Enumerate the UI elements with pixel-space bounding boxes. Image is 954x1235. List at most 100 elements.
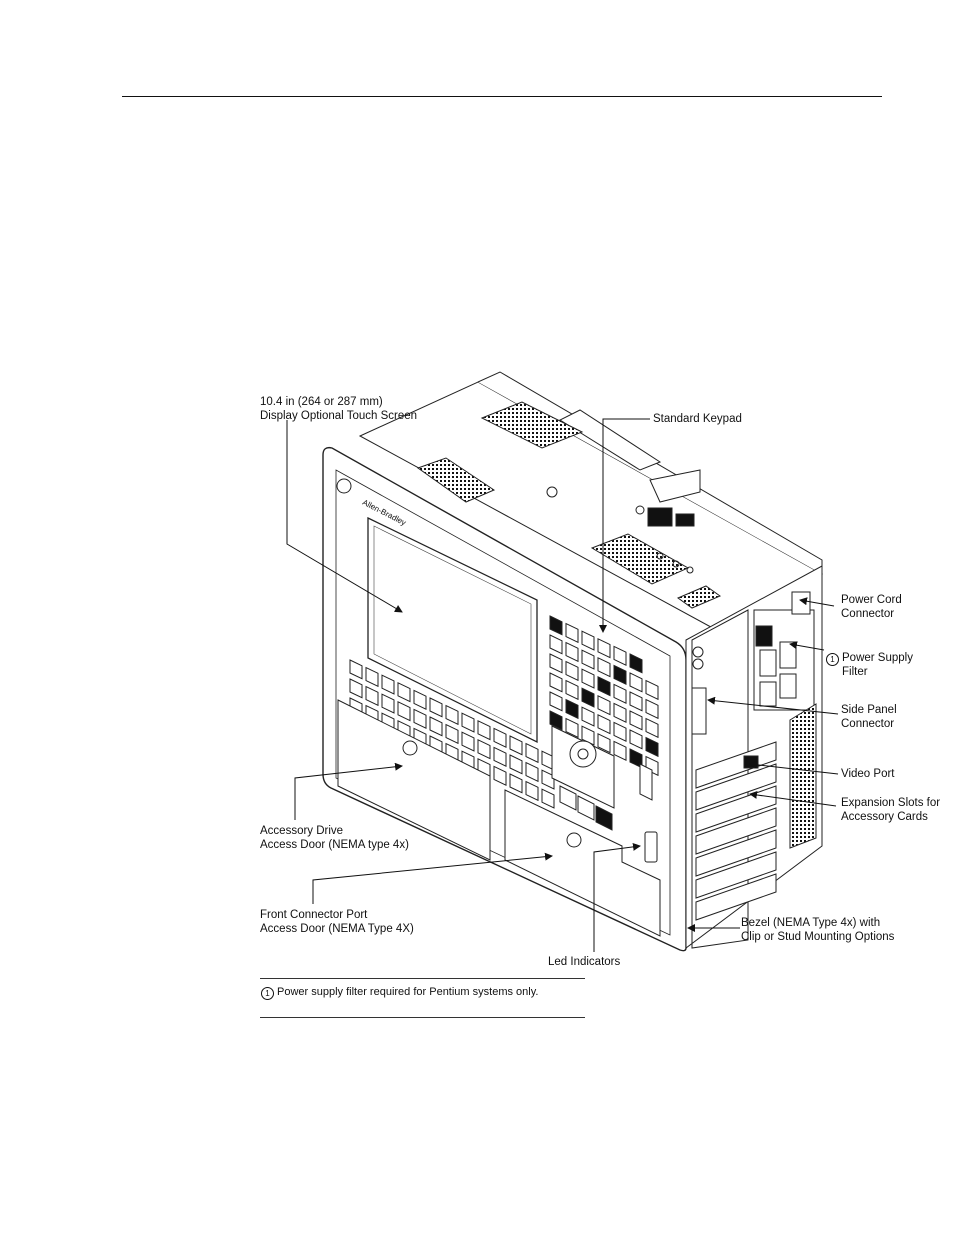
function-key <box>509 754 523 775</box>
keypad-key <box>645 698 659 720</box>
keypad-key <box>613 721 627 742</box>
keypad-key <box>629 710 643 731</box>
expansion-slot <box>695 851 777 899</box>
function-key <box>349 659 363 680</box>
keypad-key <box>581 630 595 651</box>
function-key <box>413 708 427 729</box>
keypad-key <box>597 638 611 659</box>
function-key <box>509 735 523 756</box>
keypad-key <box>565 622 579 644</box>
footnote-rule-top <box>260 978 585 979</box>
function-key <box>381 693 395 714</box>
function-key <box>397 682 411 703</box>
keypad-key <box>549 691 563 712</box>
keypad-key <box>629 653 643 674</box>
keypad-key <box>597 657 611 678</box>
callout-side-panel: Side Panel Connector <box>841 704 897 730</box>
function-key <box>445 704 459 726</box>
keypad-key <box>613 740 627 761</box>
expansion-slot <box>695 807 777 855</box>
leader-lines <box>286 418 839 952</box>
function-key <box>541 788 555 809</box>
keypad-key <box>565 698 579 720</box>
function-key <box>413 689 427 710</box>
keypad-key <box>565 717 579 739</box>
keypad-key <box>565 641 579 663</box>
footnote-text: Power supply filter required for Pentium… <box>277 986 539 998</box>
function-key <box>461 712 475 733</box>
function-key <box>541 769 555 790</box>
footnote-rule-bottom <box>260 1017 585 1018</box>
footnote-marker-icon: 1 <box>261 987 274 1000</box>
callout-expansion: Expansion Slots for Accessory Cards <box>841 797 941 823</box>
page-top-rule <box>122 96 882 97</box>
function-key <box>349 678 363 699</box>
keypad-key <box>597 695 611 716</box>
keypad-key <box>613 664 627 685</box>
top-vents <box>416 401 722 609</box>
keypad-key <box>629 729 643 750</box>
function-key <box>525 742 539 764</box>
function-key <box>509 773 523 794</box>
function-key <box>365 666 379 688</box>
keypad-key <box>581 649 595 670</box>
keypad-key <box>565 679 579 701</box>
keypad-key <box>597 733 611 754</box>
keypad-key <box>581 706 595 727</box>
callout-front-connector: Front Connector Port Access Door (NEMA T… <box>260 909 414 935</box>
expansion-slot <box>695 741 777 789</box>
function-key <box>381 674 395 695</box>
function-key <box>429 697 443 718</box>
keypad-key <box>581 668 595 689</box>
function-key <box>525 780 539 802</box>
keypad-key <box>549 653 563 674</box>
accessory-drive-door <box>337 699 491 861</box>
standard-keypad <box>549 615 659 777</box>
callout-video-port: Video Port <box>841 768 895 780</box>
callout-bezel: Bezel (NEMA Type 4x) with Clip or Stud M… <box>741 917 895 943</box>
function-key <box>365 685 379 707</box>
keypad-key <box>613 645 627 666</box>
function-key <box>525 761 539 783</box>
callout-power-filter-text: Power Supply Filter <box>842 652 913 678</box>
function-key <box>477 739 491 760</box>
keypad-key <box>597 714 611 735</box>
keypad-key <box>613 683 627 704</box>
keypad-key <box>613 702 627 723</box>
keypad-key <box>629 691 643 712</box>
function-key <box>429 716 443 737</box>
function-key <box>445 723 459 745</box>
callout-led: Led Indicators <box>548 956 621 968</box>
callout-power-cord: Power Cord Connector <box>841 594 902 620</box>
keypad-key <box>549 672 563 693</box>
keypad-key <box>581 687 595 708</box>
pointing-pad <box>551 725 615 809</box>
function-key <box>397 701 411 722</box>
keypad-key <box>565 660 579 682</box>
keypad-key <box>645 679 659 701</box>
display-screen <box>0 0 1 1</box>
keypad-key <box>645 717 659 739</box>
function-key <box>493 727 507 748</box>
function-key <box>493 746 507 767</box>
callout-keypad: Standard Keypad <box>653 413 742 425</box>
keypad-key <box>549 615 563 636</box>
callout-display: 10.4 in (264 or 287 mm) Display Optional… <box>260 396 418 422</box>
top-panel-details <box>546 486 695 574</box>
function-key <box>493 765 507 786</box>
lower-keys <box>559 763 653 831</box>
function-key <box>461 731 475 752</box>
keypad-key <box>629 672 643 693</box>
expansion-slot <box>695 763 777 811</box>
keypad-key <box>581 725 595 746</box>
callout-accessory-drive: Accessory Drive Access Door (NEMA type 4… <box>260 825 409 851</box>
display-glass <box>367 516 538 744</box>
front-connector-door <box>504 789 661 937</box>
expansion-slot <box>695 873 777 921</box>
expansion-slot <box>695 829 777 877</box>
footnote-marker-icon: 1 <box>826 653 839 666</box>
keypad-key <box>549 710 563 731</box>
